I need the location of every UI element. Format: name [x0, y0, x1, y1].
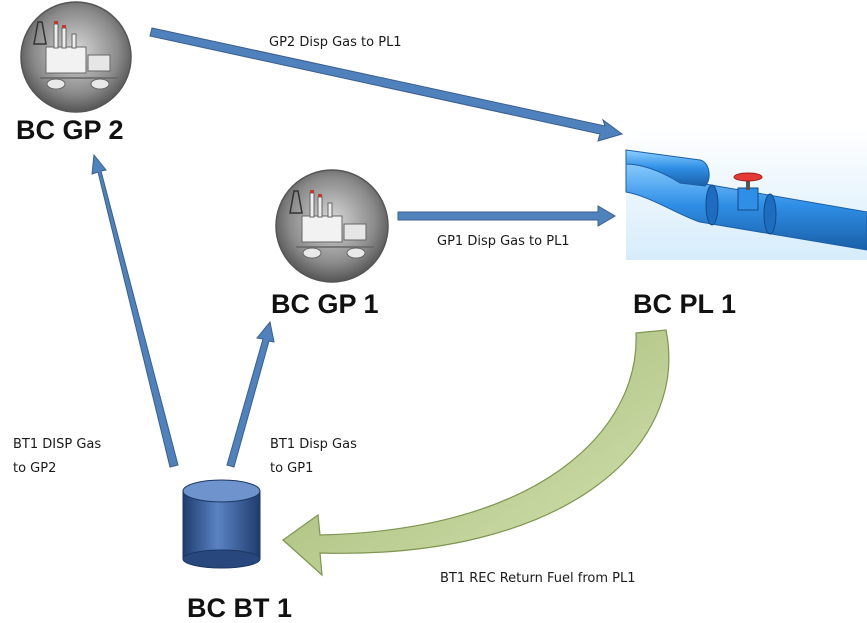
- edge-label-pl1-to-bt1: BT1 REC Return Fuel from PL1: [440, 571, 635, 586]
- node-label-gp1: BC GP 1: [271, 289, 379, 319]
- arrow-gp1-to-pl1: [397, 205, 616, 227]
- node-pl1: BC PL 1: [625, 128, 867, 319]
- edge-label-bt1-to-gp1-line1: BT1 Disp Gas: [270, 437, 357, 452]
- node-label-bt1: BC BT 1: [187, 593, 292, 623]
- edge-label-gp2-to-pl1: GP2 Disp Gas to PL1: [269, 35, 402, 50]
- storage-tank-icon: [182, 479, 261, 569]
- edge-label-bt1-to-gp1-line2: to GP1: [270, 461, 313, 476]
- gas-plant-icon: [275, 169, 389, 283]
- arrow-bt1-to-gp1: [226, 320, 275, 468]
- node-gp2: BC GP 2: [16, 1, 132, 145]
- node-bt1: BC BT 1: [182, 479, 292, 623]
- node-label-gp2: BC GP 2: [16, 115, 124, 145]
- edge-label-bt1-to-gp2-line1: BT1 DISP Gas: [13, 437, 101, 452]
- pipeline-icon: [625, 128, 867, 260]
- edge-label-gp1-to-pl1: GP1 Disp Gas to PL1: [437, 234, 570, 249]
- arrow-pl1-to-bt1: [282, 329, 670, 577]
- arrow-bt1-to-gp2: [91, 153, 179, 468]
- gas-plant-icon: [20, 1, 132, 113]
- arrow-gp2-to-pl1: [149, 27, 624, 142]
- node-label-pl1: BC PL 1: [633, 289, 736, 319]
- node-gp1: BC GP 1: [271, 169, 389, 319]
- edge-label-bt1-to-gp2-line2: to GP2: [13, 461, 56, 476]
